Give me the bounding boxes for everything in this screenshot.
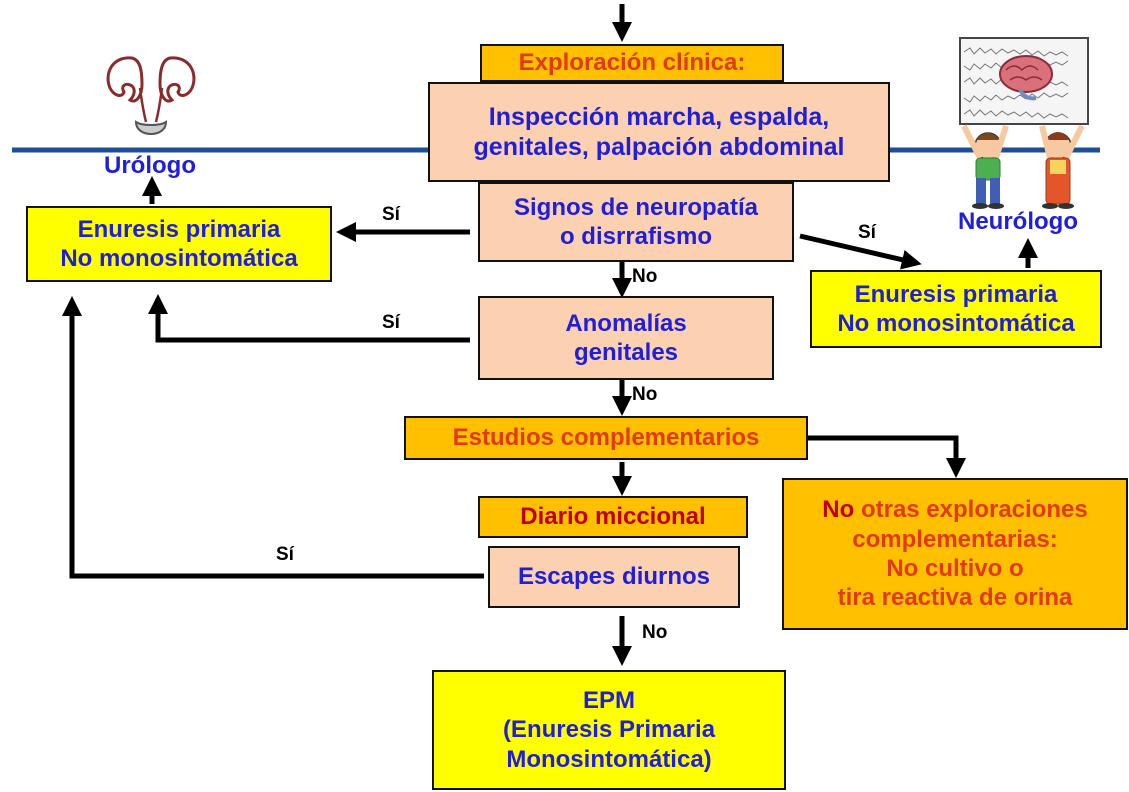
urologo-label: Urólogo xyxy=(104,152,196,179)
no-exploraciones-line-3: No cultivo o xyxy=(886,555,1024,582)
escapes-text: Escapes diurnos xyxy=(517,563,711,591)
no-otras-exploraciones-box: No otras exploraciones complementarias: … xyxy=(782,478,1128,630)
estudios-text: Estudios complementarios xyxy=(452,424,760,452)
estudios-complementarios-box: Estudios complementarios xyxy=(404,416,808,460)
brain-eeg-children-icon xyxy=(959,37,1089,209)
arrow-estudios-to-no-exploraciones xyxy=(808,435,966,478)
epm-line-1: EPM xyxy=(582,687,635,715)
urologo-box-line-2: No monosintomática xyxy=(60,245,298,272)
inspeccion-line-1: Inspección marcha, espalda, xyxy=(488,102,830,131)
urologo-enuresis-box: Enuresis primaria No monosintomática xyxy=(26,206,332,282)
kidney-icon xyxy=(106,56,196,135)
epm-box: EPM (Enuresis Primaria Monosintomática) xyxy=(432,670,786,790)
neurologo-label: Neurólogo xyxy=(958,208,1078,235)
edge-label-si-signos-left: Sí xyxy=(382,204,400,225)
anomalias-line-2: genitales xyxy=(573,339,679,366)
inspeccion-line-2: genitales, palpación abdominal xyxy=(473,133,845,161)
edge-label-si-signos-right: Sí xyxy=(858,222,876,243)
arrow-signos-to-neurologo-box xyxy=(799,233,922,270)
neurologo-box-line-2: No monosintomática xyxy=(837,310,1075,337)
signos-line-1: Signos de neuropatía xyxy=(513,193,759,221)
exploracion-clinica-text: Exploración clínica: xyxy=(518,49,746,77)
epm-line-3: Monosintomática) xyxy=(506,745,712,773)
anomalias-genitales-box: Anomalías genitales xyxy=(478,296,774,380)
neurologo-box-line-1: Enuresis primaria xyxy=(854,280,1058,308)
anomalias-line-1: Anomalías xyxy=(565,309,687,337)
edge-label-no-escapes: No xyxy=(642,622,668,643)
neurologo-enuresis-box: Enuresis primaria No monosintomática xyxy=(810,270,1102,348)
edge-label-no-anomalias: No xyxy=(632,384,658,405)
no-exploraciones-line-4: tira reactiva de orina xyxy=(837,584,1073,612)
no-exploraciones-line-1: No otras exploraciones xyxy=(822,495,1087,524)
edge-label-si-anomalias: Sí xyxy=(382,312,400,333)
signos-neuropatia-box: Signos de neuropatía o disrrafismo xyxy=(478,182,794,262)
urologo-box-line-1: Enuresis primaria xyxy=(77,215,281,243)
no-exploraciones-no: No xyxy=(822,496,855,524)
exploracion-clinica-title: Exploración clínica: xyxy=(480,44,784,82)
arrow-escapes-to-urologo-box xyxy=(62,296,484,579)
edge-label-si-escapes: Sí xyxy=(276,544,294,565)
inspeccion-box: Inspección marcha, espalda, genitales, p… xyxy=(428,82,890,182)
diario-text: Diario miccional xyxy=(520,503,706,531)
no-exploraciones-rest: otras exploraciones xyxy=(854,496,1088,524)
escapes-diurnos-box: Escapes diurnos xyxy=(488,546,740,608)
epm-line-2: (Enuresis Primaria xyxy=(502,716,716,744)
signos-line-2: o disrrafismo xyxy=(559,223,713,250)
diario-miccional-box: Diario miccional xyxy=(478,496,748,538)
no-exploraciones-line-2: complementarias: xyxy=(852,525,1058,553)
arrow-anomalias-to-urologo-box xyxy=(148,294,470,343)
edge-label-no-signos: No xyxy=(632,266,658,287)
